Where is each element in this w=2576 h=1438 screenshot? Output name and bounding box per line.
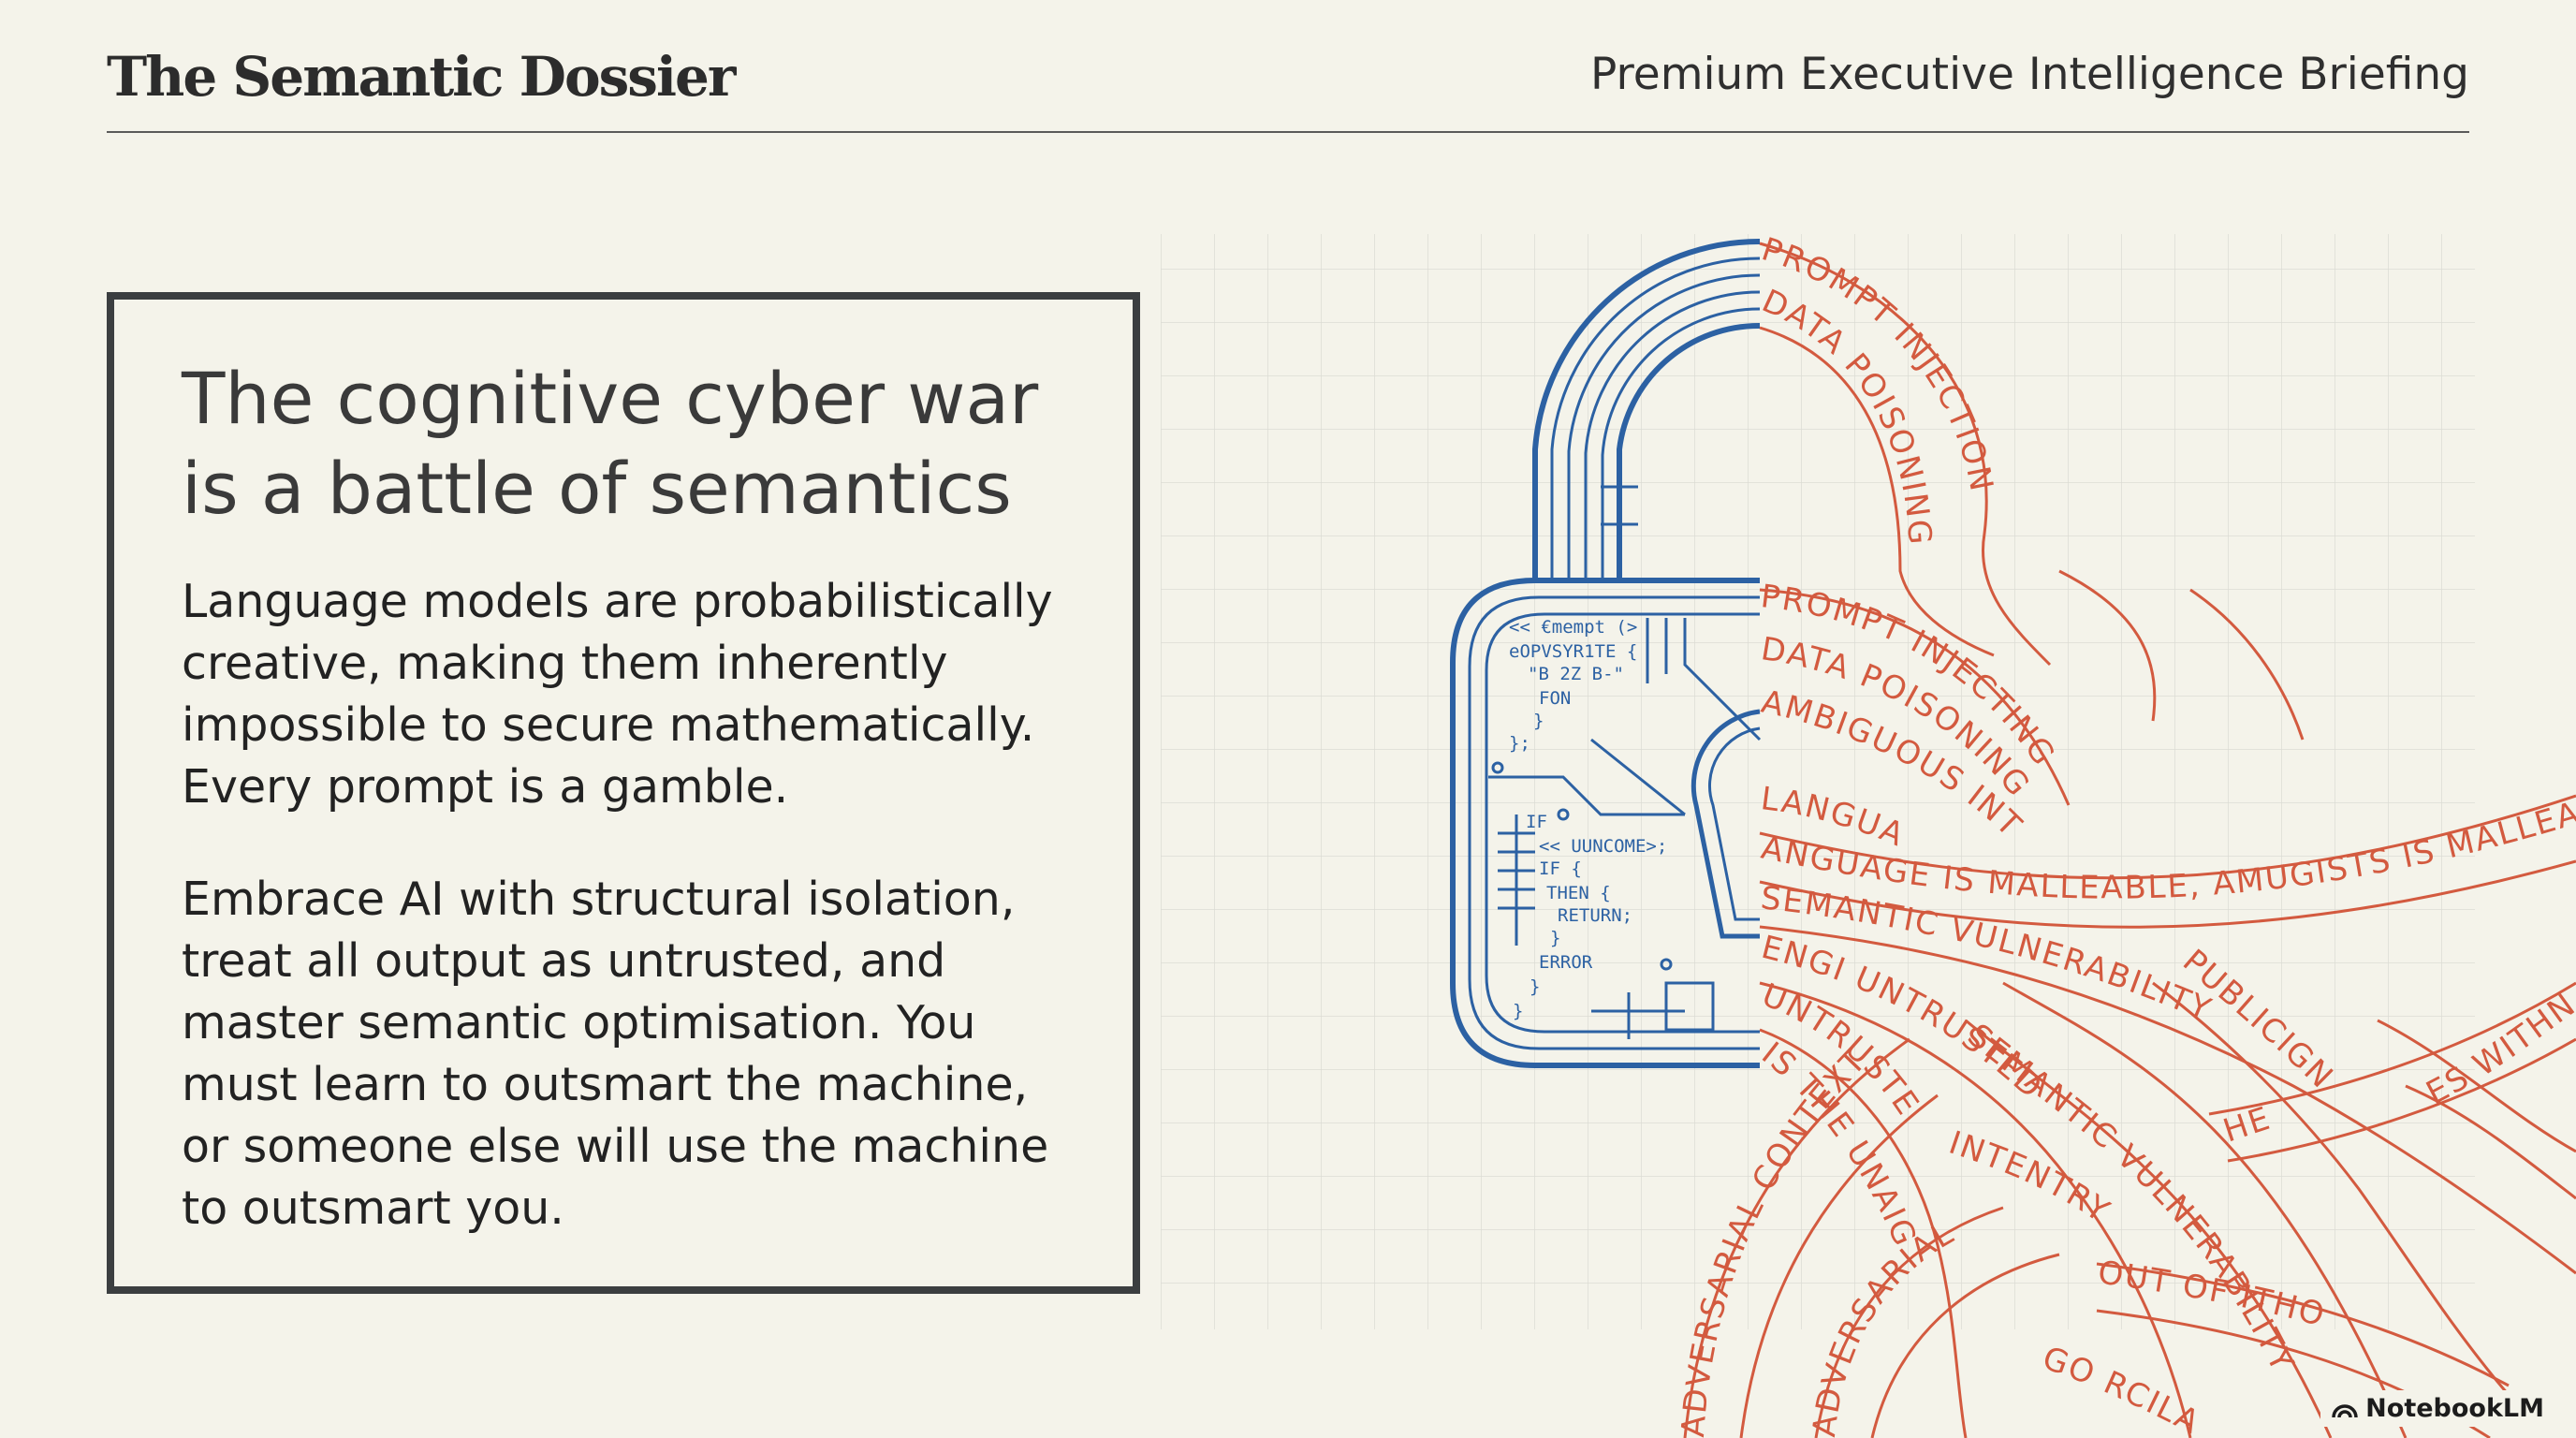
ribbon-band [1870, 1253, 2060, 1438]
keyhole [1690, 709, 1761, 939]
ribbon-band [2405, 1084, 2576, 1200]
code-line: eOPVSYR1TE { [1509, 641, 1637, 662]
ribbon-band [2058, 569, 2157, 722]
card-title: The cognitive cyber war is a battle of s… [182, 354, 1080, 534]
ribbon-band [2189, 588, 2305, 741]
code-line: }; [1509, 733, 1530, 754]
ribbon-band [1759, 859, 2576, 929]
lock-shackle-inner [1617, 322, 1761, 580]
code-line: "B 2Z B-­" [1528, 664, 1624, 684]
code-line: << UUNCOME>; [1539, 836, 1667, 857]
red-ribbons [1683, 242, 2576, 1438]
ribbon-band [1759, 242, 2052, 667]
ribbon-band [2096, 1262, 2510, 1387]
brand-title: The Semantic Dossier [107, 45, 736, 109]
ribbon-band [1739, 1093, 1939, 1438]
padlock-illustration: PROMPT INJECTION DATA POISONING PROMPT I… [1161, 215, 2576, 1438]
code-line: } [1530, 976, 1540, 997]
ribbon-band [1683, 1037, 1910, 1438]
header-subtitle: Premium Executive Intelligence Briefing [1589, 49, 2469, 100]
ribbon-band [2152, 981, 2510, 1396]
ribbon-band [1759, 794, 2576, 880]
code-line: ERROR [1539, 952, 1593, 973]
ribbon-band [1759, 925, 2576, 1275]
lock-code-text: << €mempt (> eOPVSYR1TE { "B 2Z B-­" FON… [1509, 617, 1667, 1021]
notebooklm-badge: NotebookLM [2320, 1390, 2555, 1427]
ribbon-band [2002, 981, 2408, 1438]
text-card: The cognitive cyber war is a battle of s… [107, 292, 1140, 1294]
code-line: THEN { [1546, 883, 1611, 903]
ribbon-band [1759, 1028, 1968, 1438]
ribbon-band [1759, 981, 2192, 1438]
notebooklm-logo-icon [2332, 1403, 2358, 1417]
card-title-line-2: is a battle of semantics [182, 447, 1012, 530]
notebooklm-label: NotebookLM [2365, 1394, 2544, 1423]
card-paragraph-2: Embrace AI with structural isolation, tr… [182, 873, 1049, 1235]
padlock-icon [1450, 238, 1762, 1068]
lock-shackle-outer [1532, 238, 1761, 580]
ribbon-band [2227, 1037, 2576, 1163]
lock-body [1450, 578, 1760, 1068]
code-line: RETURN; [1558, 905, 1632, 926]
code-line: IF { [1539, 858, 1582, 879]
code-line: ­} [1533, 711, 1544, 731]
ribbon-band [1965, 1019, 2333, 1438]
ribbon-band [2208, 981, 2576, 1116]
code-line: IF [1526, 812, 1547, 832]
code-line: } [1513, 1001, 1523, 1021]
ribbon-band [1814, 1206, 2004, 1438]
code-line: FON [1539, 688, 1571, 709]
ribbon-band [1759, 588, 2071, 806]
code-line: << €mempt (> [1509, 617, 1637, 638]
ribbon-band [2377, 1019, 2576, 1153]
graph-paper-grid [1161, 234, 2475, 1329]
header: The Semantic Dossier Premium Executive I… [107, 37, 2469, 133]
card-title-line-1: The cognitive cyber war [182, 357, 1039, 440]
card-paragraph-1: Language models are probabilistically cr… [182, 575, 1053, 814]
ribbon-band [1759, 326, 1995, 657]
code-line: } [1550, 928, 1560, 948]
